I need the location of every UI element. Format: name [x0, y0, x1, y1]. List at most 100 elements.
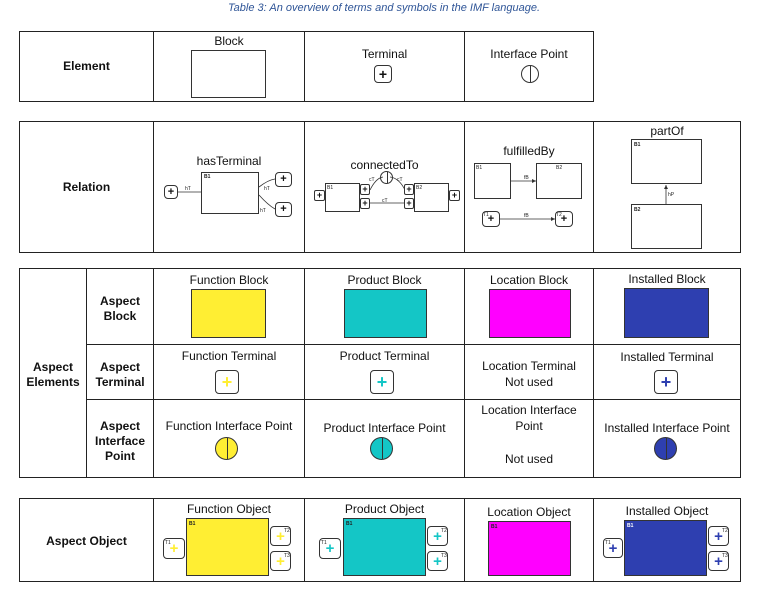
installed-ip-label: Installed Interface Point	[604, 421, 730, 435]
t3-label: T3	[722, 553, 728, 559]
block-b1	[474, 163, 511, 199]
t1-label: T1	[321, 540, 327, 546]
function-terminal-label: Function Terminal	[181, 349, 277, 363]
t3-label: T3	[284, 553, 290, 559]
plus-icon: +	[482, 211, 500, 227]
interface-point-icon	[370, 437, 393, 460]
part-of-label: partOf	[650, 124, 684, 138]
block-b1-label: B1	[634, 142, 641, 148]
product-block-label: Product Block	[347, 273, 422, 287]
object-b1-label: B1	[346, 521, 353, 527]
block-b1	[325, 183, 360, 212]
installed-ip-cell	[593, 399, 741, 478]
plus-icon: +	[427, 551, 448, 571]
ht-label: hT	[260, 208, 266, 214]
location-terminal-note: Not used	[504, 375, 554, 389]
aspect-terminal-header: Aspect Terminal	[95, 360, 145, 389]
plus-icon: +	[708, 551, 729, 571]
connected-to-label: connectedTo	[350, 158, 419, 172]
interface-point-icon	[380, 171, 393, 184]
ct-label: cT	[397, 177, 403, 183]
block-b1-label: B1	[204, 174, 211, 180]
t2-label: T2	[556, 212, 562, 218]
plus-icon: +	[603, 538, 623, 558]
interface-point-icon	[654, 437, 677, 460]
location-ip-label: Location Interface Point	[481, 403, 577, 433]
location-ip-note: Not used	[504, 452, 554, 466]
plus-icon: +	[270, 551, 291, 571]
product-object-block	[343, 518, 426, 576]
installed-object-label: Installed Object	[625, 504, 709, 518]
plus-icon: +	[275, 202, 292, 217]
location-block-symbol	[489, 289, 571, 338]
plus-icon: +	[555, 211, 573, 227]
ht-label: hT	[185, 186, 191, 192]
relation-header: Relation	[62, 180, 111, 194]
location-object-label: Location Object	[487, 505, 571, 519]
t2-label: T2	[441, 528, 447, 534]
product-block-symbol	[344, 289, 427, 338]
plus-icon: +	[360, 184, 370, 195]
terminal-label: Terminal	[361, 47, 408, 61]
fulfilled-by-label: fulfilledBy	[503, 144, 555, 158]
table-caption: Table 3: An overview of terms and symbol…	[227, 2, 541, 14]
t3-label: T3	[441, 553, 447, 559]
aspect-ip-header: Aspect Interface Point	[94, 419, 146, 463]
block-symbol	[191, 50, 266, 98]
ct-label: cT	[382, 198, 388, 204]
t2-label: T2	[284, 528, 290, 534]
function-block-label: Function Block	[189, 273, 269, 287]
plus-icon: +	[708, 526, 729, 546]
t2-label: T2	[722, 528, 728, 534]
plus-icon: +	[319, 538, 341, 559]
location-terminal-label: Location Terminal	[482, 359, 576, 373]
plus-icon: +	[404, 184, 414, 195]
plus-icon: +	[449, 190, 460, 201]
hp-label: hP	[668, 192, 675, 198]
fb-label: fB	[524, 213, 529, 219]
function-ip-label: Function Interface Point	[165, 419, 293, 433]
has-terminal-label: hasTerminal	[196, 154, 262, 168]
installed-block-label: Installed Block	[628, 272, 706, 286]
function-object-block	[186, 518, 269, 576]
interface-point-cell	[464, 31, 594, 102]
plus-icon: +	[270, 526, 291, 546]
object-b1-label: B1	[491, 524, 498, 530]
interface-point-label: Interface Point	[490, 47, 568, 61]
product-terminal-label: Product Terminal	[339, 349, 430, 363]
plus-icon: +	[163, 538, 185, 559]
element-header: Element	[63, 59, 110, 73]
plus-icon: +	[654, 370, 678, 394]
t1-label: T1	[165, 540, 171, 546]
block-label: Block	[214, 34, 244, 48]
plus-icon: +	[164, 185, 178, 199]
plus-icon: +	[314, 190, 325, 201]
plus-icon: +	[374, 65, 392, 83]
plus-icon: +	[215, 370, 239, 394]
ht-label: hT	[264, 186, 270, 192]
aspect-block-header: Aspect Block	[99, 294, 140, 323]
block-b1	[631, 139, 702, 184]
aspect-object-header: Aspect Object	[46, 534, 127, 548]
interface-point-icon	[215, 437, 238, 460]
plus-icon: +	[404, 198, 414, 209]
block-b2	[631, 204, 702, 249]
plus-icon: +	[360, 198, 370, 209]
installed-block-symbol	[624, 288, 709, 338]
block-b2	[536, 163, 582, 199]
location-block-label: Location Block	[489, 273, 569, 287]
location-object-block	[488, 521, 571, 576]
ct-label: cT	[369, 177, 375, 183]
t1-label: T1	[605, 540, 611, 546]
t1-label: T1	[483, 212, 489, 218]
object-b1-label: B1	[627, 523, 634, 529]
part-of-cell	[593, 121, 741, 253]
object-b1-label: B1	[189, 521, 196, 527]
block-b2-label: B2	[634, 207, 641, 213]
fb-label: fB	[524, 175, 529, 181]
installed-object-block	[624, 520, 707, 576]
plus-icon: +	[427, 526, 448, 546]
interface-point-icon	[521, 65, 539, 83]
block-b1	[201, 172, 259, 214]
plus-icon: +	[275, 172, 292, 187]
